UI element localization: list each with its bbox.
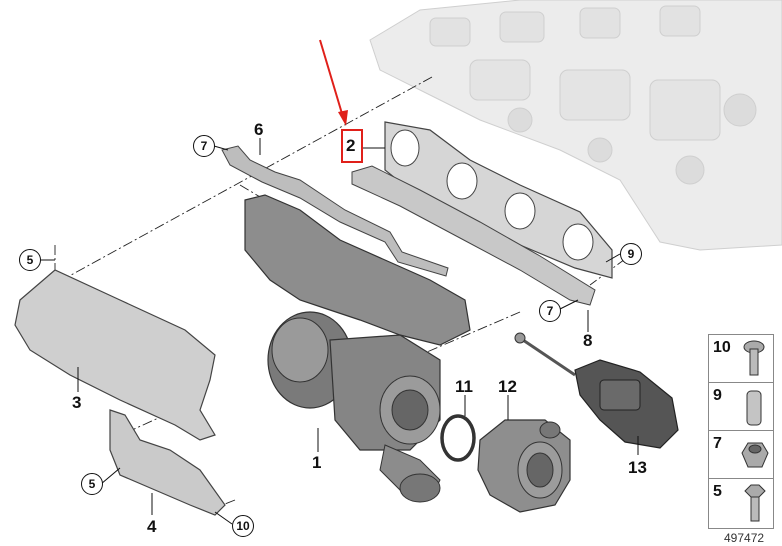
turbocharger-manifold <box>244 194 471 503</box>
ref-circle-5-lower: 5 <box>81 473 103 495</box>
legend-row-5: 5 <box>709 479 773 527</box>
legend-row-7: 7 <box>709 431 773 479</box>
exhaust-manifold-gasket <box>384 121 613 279</box>
ref-circle-5-left: 5 <box>19 249 41 271</box>
legend-num: 9 <box>713 387 722 404</box>
ref-circle-7-right: 7 <box>539 300 561 322</box>
ref-circle-10: 10 <box>232 515 254 537</box>
fastener-legend: 10 9 7 5 <box>708 334 774 529</box>
o-ring <box>440 414 476 462</box>
image-id: 497472 <box>724 531 765 545</box>
sleeve-icon <box>746 390 762 426</box>
part-label-6: 6 <box>254 120 264 139</box>
ref-circle-9: 9 <box>620 243 642 265</box>
legend-row-9: 9 <box>709 383 773 431</box>
leader-lines <box>40 138 639 525</box>
highlight-box <box>341 129 363 163</box>
manifold-support-strip <box>351 165 596 306</box>
legend-num: 5 <box>713 483 722 500</box>
part-label-1: 1 <box>312 453 322 472</box>
heat-shield-upper <box>14 269 216 441</box>
part-label-12: 12 <box>498 377 517 396</box>
part-label-2: 2 <box>346 136 356 155</box>
part-label-8: 8 <box>583 331 593 350</box>
turbo-outlet-pipe <box>477 419 571 513</box>
legend-row-10: 10 <box>709 335 773 383</box>
legend-num: 10 <box>713 339 731 356</box>
bolt-collar-icon <box>744 484 766 522</box>
wastegate-actuator <box>514 332 679 449</box>
part-label-3: 3 <box>72 393 82 412</box>
part-label-13: 13 <box>628 458 647 477</box>
heat-shield-strip <box>221 145 449 277</box>
bolt-icon <box>743 340 765 376</box>
ref-circle-7-top: 7 <box>193 135 215 157</box>
red-indicator-arrow <box>319 39 348 126</box>
part-label-4: 4 <box>147 517 157 536</box>
cylinder-head-illustration <box>369 0 782 251</box>
legend-num: 7 <box>713 435 722 452</box>
heat-shield-lower <box>109 409 226 516</box>
part-label-11: 11 <box>455 377 473 396</box>
nut-icon <box>741 442 769 468</box>
